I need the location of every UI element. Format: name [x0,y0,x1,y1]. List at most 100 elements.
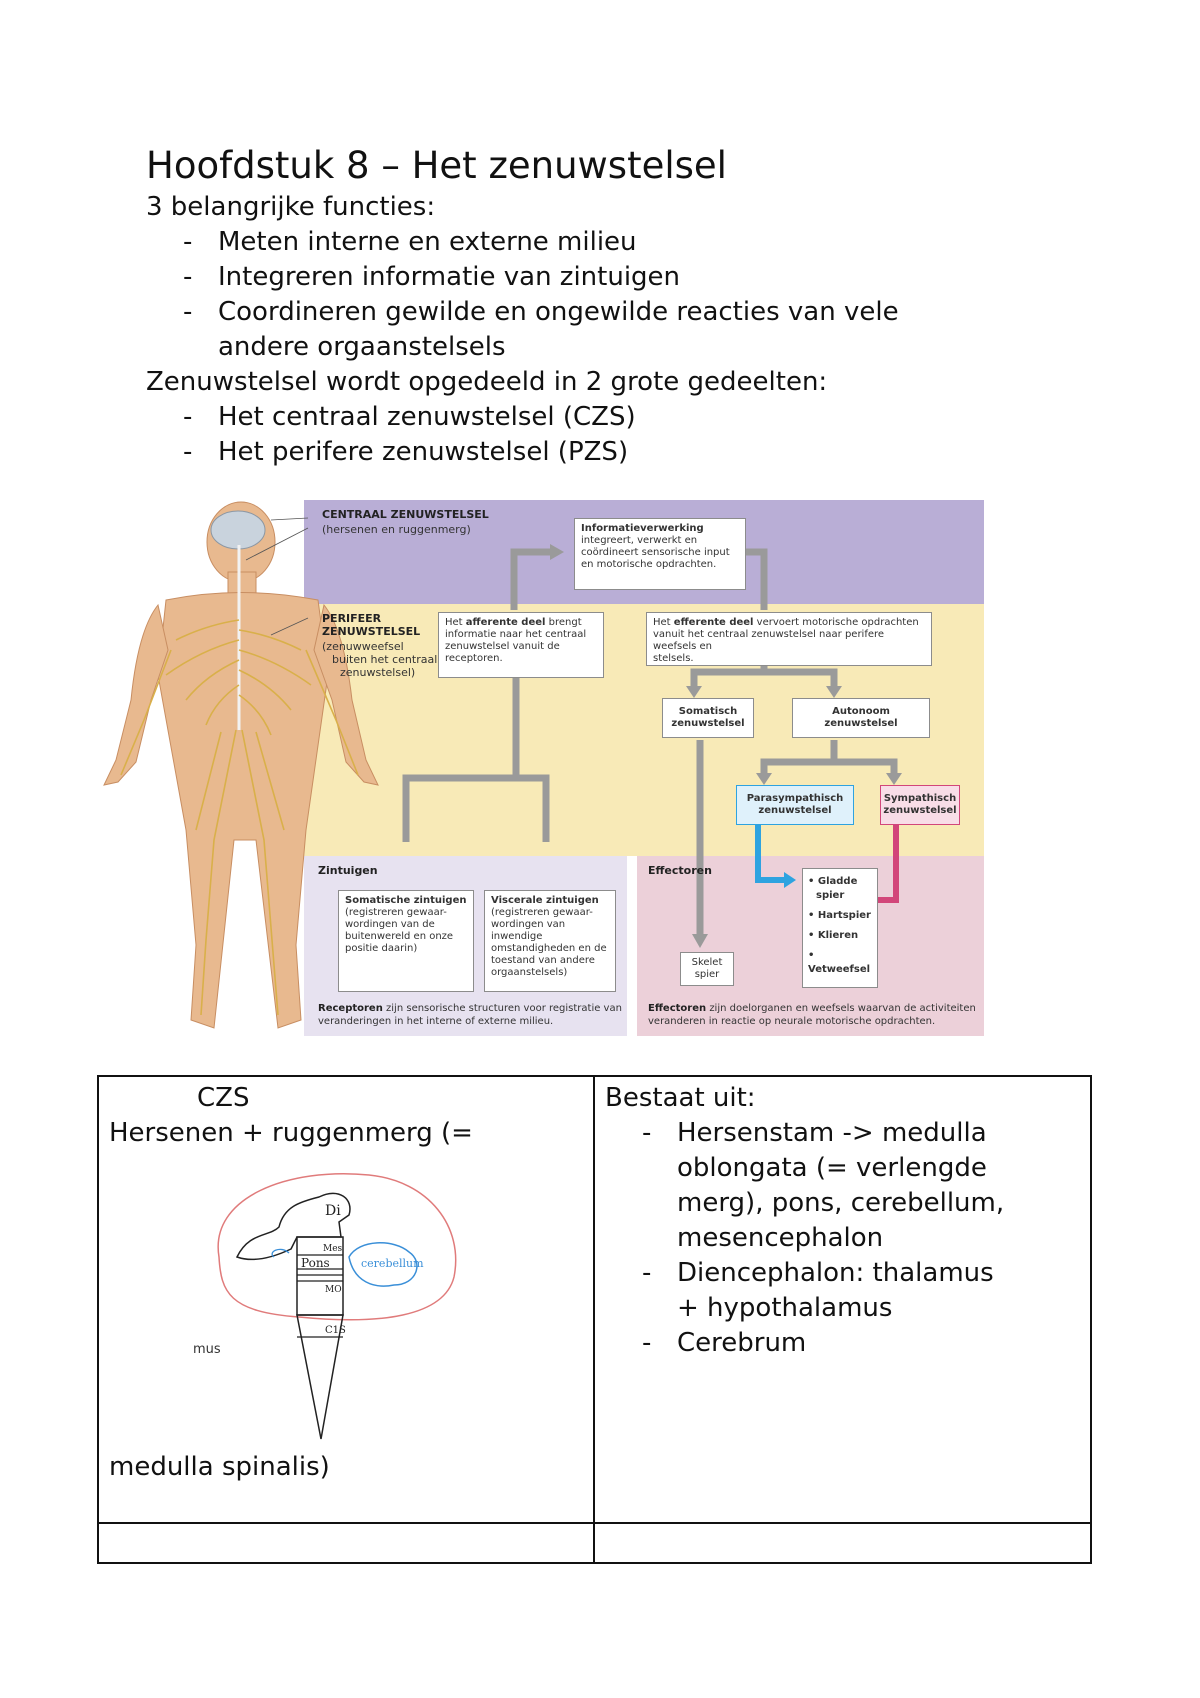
nervous-system-figure: CENTRAAL ZENUWSTELSEL (hersenen en rugge… [96,500,984,1038]
list-item: - Het perifere zenuwstelsel (PZS) [146,435,636,470]
afferent-text: informatie naar het centraal [445,629,587,640]
sketch-label-mes: Mes [323,1244,343,1254]
effectoren-text: veranderen in reactie op neurale motoris… [648,1016,936,1027]
effectoren-text: zijn doelorganen en weefsels waarvan de … [709,1003,976,1014]
somatic-senses-text: positie daarin) [345,943,418,954]
list-item-text: andere orgaanstelsels [218,332,506,362]
visceral-senses-title: Viscerale zintuigen [491,895,599,906]
info-body-2: coördineert sensorische input [581,547,730,558]
bullet-dash: - [183,227,193,257]
list-item: - Het centraal zenuwstelsel (CZS) [146,400,636,435]
bullet-dash: - [183,402,193,432]
info-body-3: en motorische opdrachten. [581,559,717,570]
list-item-text: Integreren informatie van zintuigen [218,262,681,292]
sketch-label-pons: Pons [301,1256,330,1270]
czs-subtitle: (hersenen en ruggenmerg) [322,523,471,536]
sympathetic-label: zenuwstelsel [883,805,957,816]
efferent-term: efferente deel [673,617,754,628]
list-item: - Hersenstam -> medulla [605,1116,1004,1151]
table-row: CZS Hersenen + ruggenmerg (= [97,1075,1092,1524]
effector-item: • Gladde [808,876,858,887]
visceral-senses-text: (registreren gewaar- [491,907,593,918]
receptoren-text: veranderingen in het interne of externe … [318,1016,554,1027]
table-cell-czs: CZS Hersenen + ruggenmerg (= [97,1075,595,1524]
visceral-senses-text: omstandigheden en de [491,943,607,954]
pzs-title-1: PERIFEER [322,612,382,625]
bullet-dash: - [642,1258,652,1288]
somatic-senses-text: (registreren gewaar- [345,907,447,918]
list-item: - Cerebrum [605,1326,1004,1361]
autonomic-label: zenuwstelsel [824,718,898,729]
nerve-illustration [120,545,359,1016]
table-cell-empty [97,1522,595,1564]
somatic-senses-text: buitenwereld en onze [345,931,454,942]
somatic-label: zenuwstelsel [671,718,745,729]
parasympathetic-label: Parasympathisch [746,793,844,804]
division-intro: Zenuwstelsel wordt opgedeeld in 2 grote … [146,367,828,397]
list-item-text: Coordineren gewilde en ongewilde reactie… [218,297,899,327]
effector-item: • Vetweefsel [808,950,871,975]
somatic-label: Somatisch [678,706,738,717]
sketch-label-di: Di [325,1203,341,1219]
effector-item: spier [816,890,845,901]
effectoren-term: Effectoren [648,1003,707,1014]
czs-label: CZS [197,1083,250,1113]
sketch-text-mus: mus [193,1342,221,1357]
pzs-sub-3: zenuwstelsel) [340,666,416,679]
bullet-dash: - [642,1328,652,1358]
afferent-text: brengt [548,617,582,628]
efferent-text: vanuit het centraal zenuwstelsel naar pe… [653,629,885,652]
table-cell-components: Bestaat uit: - Hersenstam -> medulla obl… [593,1075,1092,1524]
effectoren-title: Effectoren [648,864,712,877]
efferent-text: vervoert motorische opdrachten [756,617,919,628]
visceral-senses-text: wordingen van inwendige [491,919,566,942]
pzs-sub-2: buiten het centraal [332,653,438,666]
sympathetic-arrow [874,820,899,903]
afferent-text: receptoren. [445,653,503,664]
visceral-senses-text: orgaanstelsels) [491,967,568,978]
somatic-senses-text: wordingen van de [345,919,435,930]
visceral-senses-text: toestand van andere [491,955,595,966]
bullet-dash: - [642,1118,652,1148]
pzs-sub-1: (zenuwweefsel [322,640,404,653]
parasympathetic-label: zenuwstelsel [758,805,832,816]
list-item-continuation: oblongata (= verlengde [605,1151,1004,1186]
efferent-text: Het [653,617,671,628]
info-title: Informatieverwerking [581,523,704,534]
sympathetic-label: Sympathisch [883,793,957,804]
list-item: - Diencephalon: thalamus [605,1256,1004,1291]
receptoren-term: Receptoren [318,1003,383,1014]
bullet-dash: - [183,297,193,327]
list-item-continuation: + hypothalamus [605,1291,1004,1326]
receptoren-caption: Receptoren zijn sensorische structuren v… [318,1002,622,1028]
sketch-label-c1s: C1S [325,1325,346,1336]
list-item: - Coordineren gewilde en ongewilde react… [146,295,899,330]
brain-illustration [210,510,266,550]
pzs-title-2: ZENUWSTELSEL [322,625,421,638]
notes-table: CZS Hersenen + ruggenmerg (= [97,1075,1092,1564]
effector-targets-box: • Gladde spier • Hartspier • Klieren • V… [802,868,878,988]
divisions-list: - Het centraal zenuwstelsel (CZS) - Het … [146,400,636,470]
afferent-box: Het afferente deel brengt informatie naa… [438,612,604,678]
components-list: - Hersenstam -> medulla oblongata (= ver… [605,1116,1004,1361]
list-item-text: mesencephalon [677,1223,884,1253]
visceral-senses-box: Viscerale zintuigen (registreren gewaar-… [484,890,616,992]
list-item-text: Het perifere zenuwstelsel (PZS) [218,437,629,467]
info-processing-box: Informatieverwerking integreert, verwerk… [574,518,746,590]
list-item-text: Hersenstam -> medulla [677,1118,987,1148]
arrow-heads [508,544,902,948]
brain-sketch: Di Mes Pons cerebellum MO C1S [217,1173,457,1440]
list-item-text: merg), pons, cerebellum, [677,1188,1005,1218]
effector-item: • Hartspier [808,910,871,921]
somatic-senses-box: Somatische zintuigen (registreren gewaar… [338,890,474,992]
list-item-continuation: andere orgaanstelsels [146,330,899,365]
afferent-text: Het [445,617,463,628]
zintuigen-title: Zintuigen [318,864,378,877]
list-item-text: Het centraal zenuwstelsel (CZS) [218,402,636,432]
list-item-text: Cerebrum [677,1328,807,1358]
afferent-term: afferente deel [465,617,546,628]
